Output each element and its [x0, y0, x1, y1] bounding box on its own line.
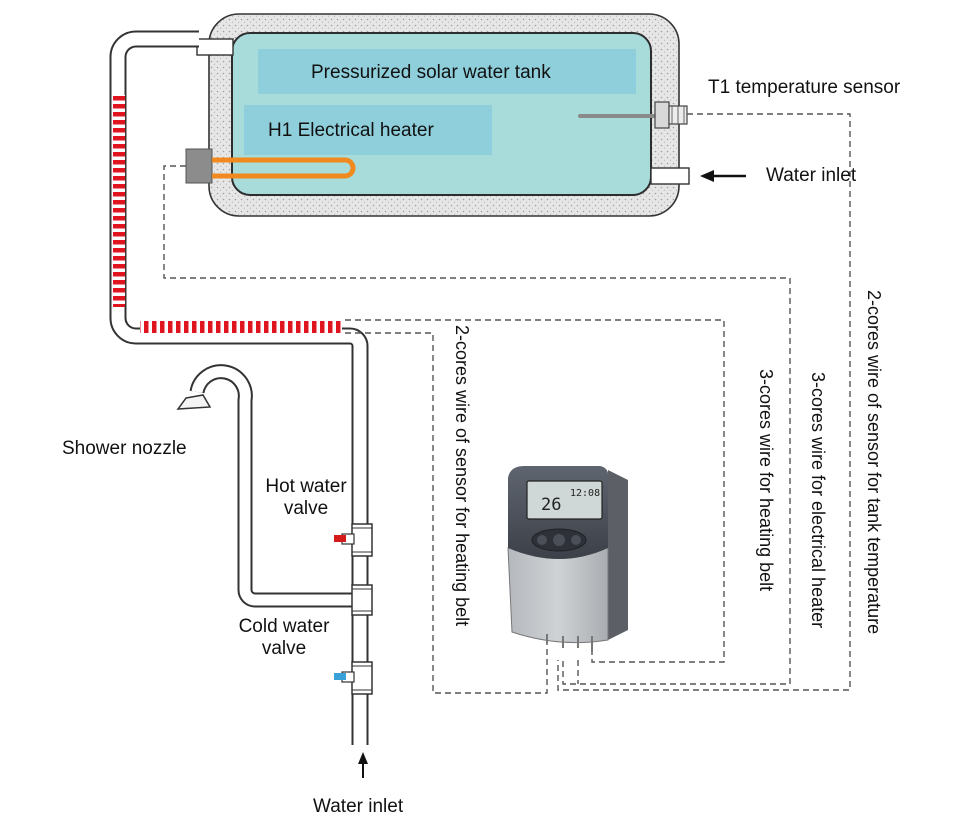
controller-display-time: 12:08 — [570, 488, 600, 499]
tank-outlet-pipe — [196, 38, 234, 56]
wire-sensor-tank — [557, 113, 851, 691]
solar-controller: 26 12:08 — [507, 466, 628, 652]
sensor-label: T1 temperature sensor — [708, 77, 901, 98]
wire-sensor-heating-belt-label: 2-cores wire of sensor for heating belt — [452, 325, 472, 627]
wire-sensor-tank-label: 2-cores wire of sensor for tank temperat… — [864, 290, 884, 635]
controller-side — [608, 470, 628, 640]
cold-valve-label-line1: Cold water — [238, 616, 330, 637]
wire-heating-belt-label: 3-cores wire for heating belt — [756, 369, 776, 592]
heater-element — [212, 157, 356, 179]
hot-valve-handle — [334, 535, 346, 542]
heating-belt-vertical — [113, 95, 125, 307]
heater-label-box — [244, 105, 492, 155]
tee-fitting — [351, 584, 373, 616]
cold-valve-handle — [334, 673, 346, 680]
wire-electrical-heater — [163, 165, 791, 685]
tank-label: Pressurized solar water tank — [311, 62, 551, 83]
heater-label: H1 Electrical heater — [268, 120, 434, 141]
hot-pipe — [109, 30, 369, 745]
controller-lcd — [526, 480, 603, 520]
controller-display-temp: 26 — [541, 495, 561, 515]
cold-water-valve-label: Cold water valve — [232, 616, 336, 660]
hot-water-valve-label: Hot water valve — [256, 476, 356, 520]
controller-button-left — [537, 535, 547, 545]
bottom-inlet-arrow — [358, 752, 368, 778]
controller-body-bottom — [507, 547, 609, 644]
hot-valve-label-line1: Hot water — [265, 476, 347, 497]
tank-label-box — [258, 49, 636, 94]
water-inlet-tank-label: Water inlet — [766, 165, 857, 186]
cold-water-valve — [334, 661, 373, 695]
controller-button-center — [553, 534, 565, 546]
wire-heating-belt — [345, 319, 725, 663]
wires — [163, 113, 851, 694]
sensor-fitting — [654, 101, 670, 129]
controller-button-right — [571, 535, 581, 545]
tank — [185, 13, 690, 217]
hot-valve-label-line2: valve — [283, 498, 329, 519]
water-inlet-bottom-label: Water inlet — [313, 796, 404, 817]
cold-valve-label-line2: valve — [261, 638, 307, 659]
shower-branch — [176, 364, 356, 608]
heater-housing — [185, 148, 213, 184]
hot-water-valve — [334, 523, 373, 557]
shower-nozzle-icon — [176, 394, 212, 410]
tank-inlet-arrow — [700, 170, 746, 182]
tank-inlet-pipe — [650, 167, 690, 185]
wire-electrical-heater-label: 3-cores wire for electrical heater — [808, 372, 828, 629]
shower-nozzle-label: Shower nozzle — [62, 438, 187, 459]
heating-belt-horizontal — [140, 321, 342, 333]
